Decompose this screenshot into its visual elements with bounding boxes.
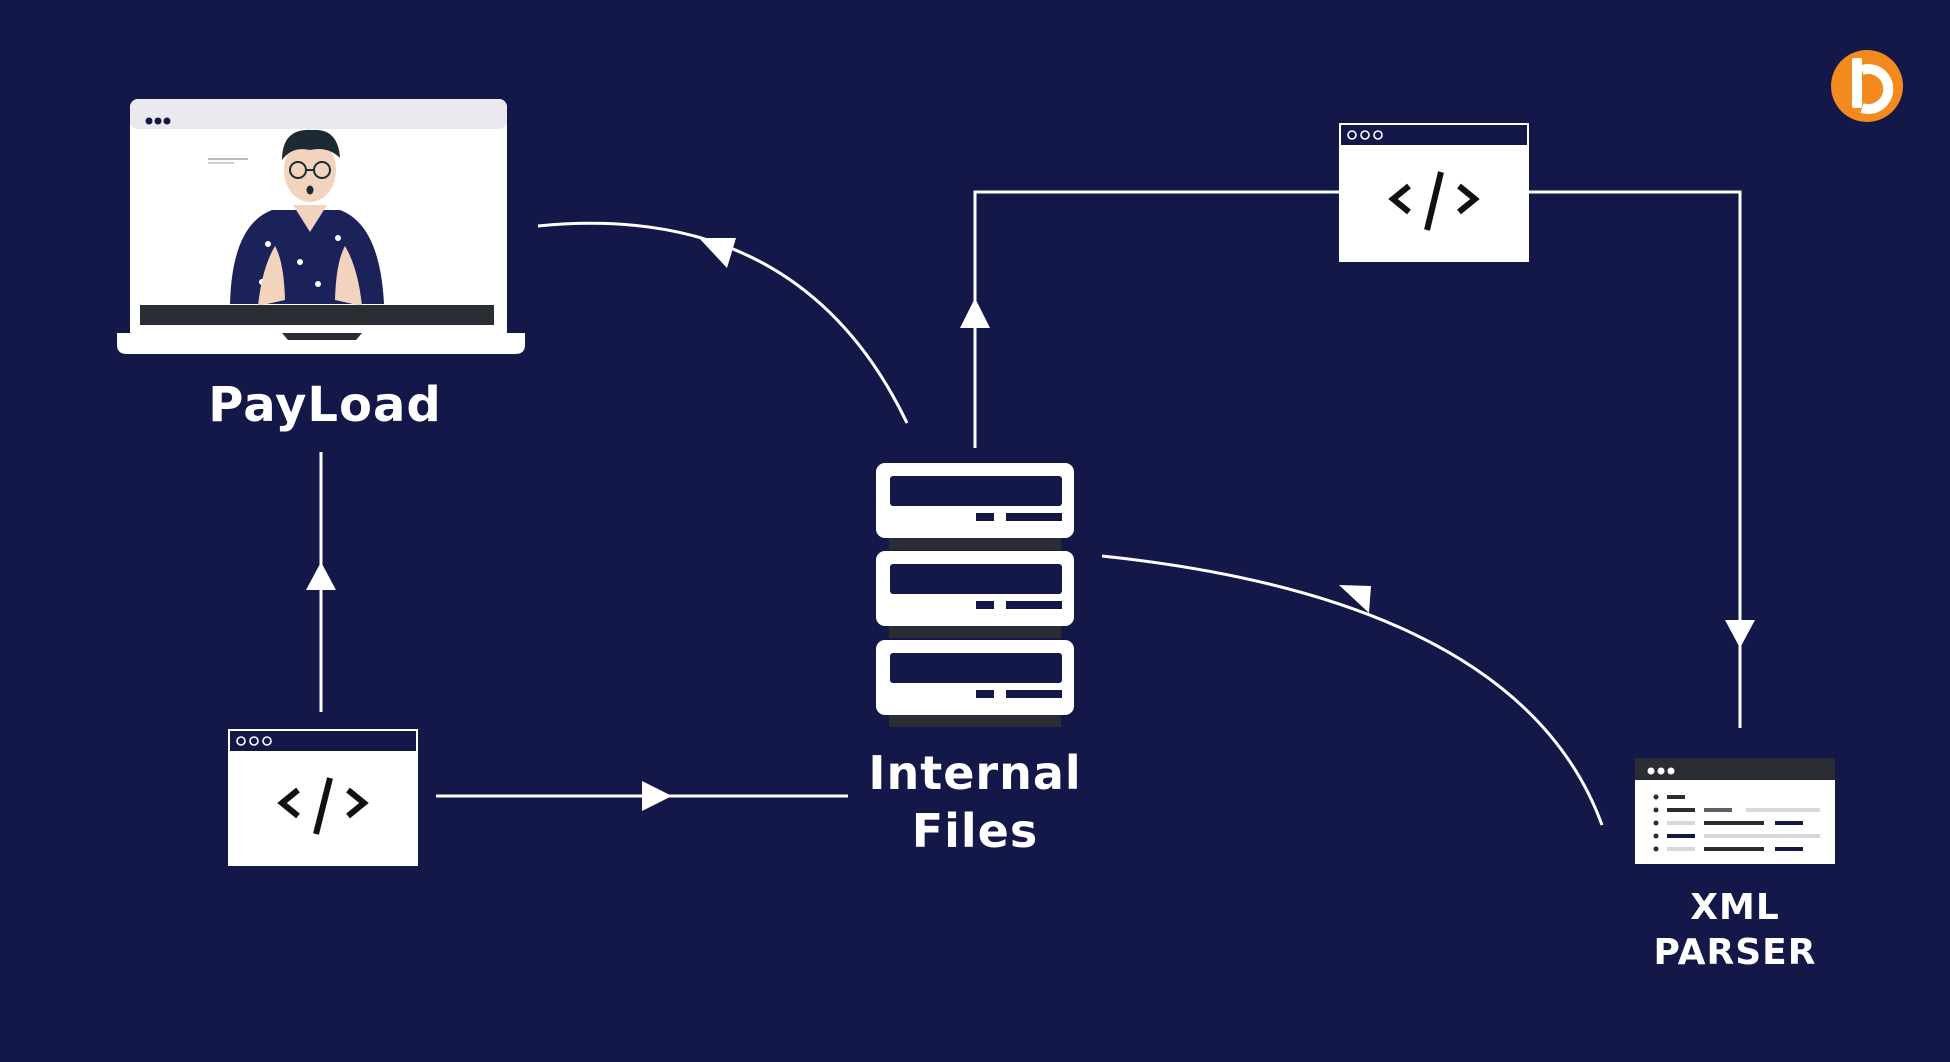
arrowhead-down-to-xml-parser	[1725, 620, 1755, 648]
document-list-window-icon	[1635, 758, 1835, 864]
arrowhead-right-to-internal-files	[642, 781, 672, 811]
internal-files-label-line2: Files	[911, 803, 1039, 858]
xml-parser-label-line1: XML	[1690, 887, 1780, 928]
brand-logo-icon	[1831, 50, 1903, 122]
xml-parser-label-line2: PARSER	[1653, 932, 1817, 973]
presenter-figure	[230, 129, 384, 306]
internal-files-label: Internal Files	[830, 745, 1120, 860]
laptop-video-icon	[117, 99, 525, 354]
edge-internal-files-to-payload	[537, 221, 909, 424]
edge-xml-parser-to-internal-files	[1101, 554, 1604, 826]
internal-files-label-line1: Internal	[868, 746, 1082, 800]
arrowhead-to-internal-files-curve	[1339, 585, 1371, 613]
edge-internal-files-to-top-code	[973, 190, 1340, 448]
edge-top-code-to-xml-parser	[1529, 190, 1742, 728]
arrowhead-up-to-top-code	[960, 298, 990, 328]
payload-label: PayLoad	[208, 377, 442, 433]
xml-parser-label: XML PARSER	[1620, 885, 1850, 975]
arrowhead-up-to-payload	[306, 562, 336, 590]
arrowhead-to-payload-curve	[699, 238, 736, 268]
server-stack-icon	[876, 463, 1074, 727]
code-window-icon	[228, 729, 418, 866]
code-window-icon	[1339, 123, 1529, 262]
